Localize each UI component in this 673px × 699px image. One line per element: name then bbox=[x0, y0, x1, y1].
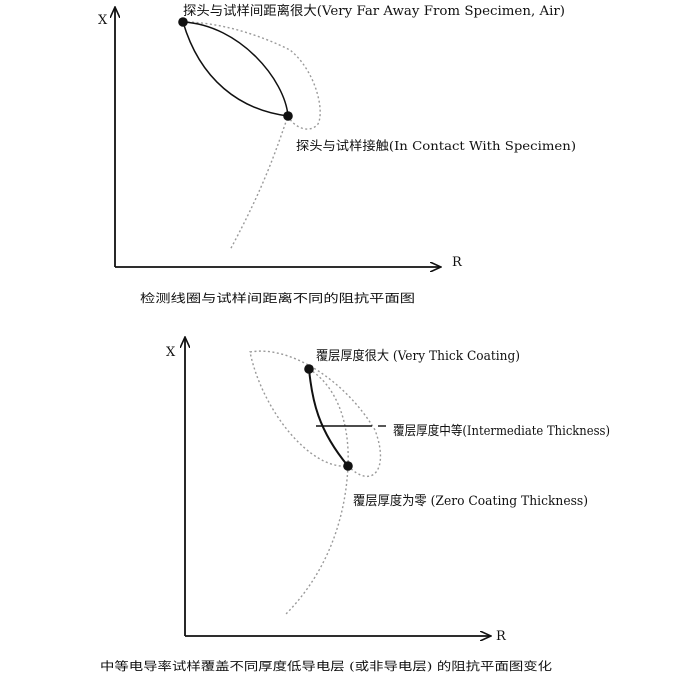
top-solid-loop bbox=[181, 21, 289, 117]
top-dotted-curve bbox=[182, 21, 321, 251]
bottom-dotted-inner-curve bbox=[308, 368, 349, 467]
top-diagram: X R 探头与试样间距离很大(Very Far Away From Specim… bbox=[98, 3, 576, 305]
top-x-axis-label: R bbox=[452, 255, 463, 270]
bottom-solid-locus bbox=[308, 368, 349, 467]
top-contact-point bbox=[283, 111, 293, 121]
bottom-dotted-loop bbox=[249, 350, 382, 478]
bottom-diagram: X R 覆层厚度很大 (Very Thick Coating) 覆层厚度中等(I… bbox=[100, 338, 610, 673]
bottom-x-axis-label: R bbox=[496, 629, 507, 644]
bottom-caption: 中等电导率试样覆盖不同厚度低导电层 (或非导电层) 的阻抗平面图变化 bbox=[100, 659, 553, 673]
top-far-point bbox=[178, 17, 188, 27]
bottom-thick-point bbox=[304, 364, 314, 374]
bottom-dotted-tail bbox=[284, 465, 349, 616]
bottom-label-thick: 覆层厚度很大 (Very Thick Coating) bbox=[316, 348, 520, 364]
top-caption: 检测线圈与试样间距离不同的阻抗平面图 bbox=[140, 291, 415, 305]
bottom-label-zero: 覆层厚度为零 (Zero Coating Thickness) bbox=[353, 493, 588, 509]
top-label-contact: 探头与试样接触(In Contact With Specimen) bbox=[296, 138, 576, 153]
bottom-zero-point bbox=[343, 461, 353, 471]
top-label-far: 探头与试样间距离很大(Very Far Away From Specimen, … bbox=[183, 3, 565, 19]
bottom-label-intermediate: 覆层厚度中等(Intermediate Thickness) bbox=[393, 423, 610, 439]
bottom-y-axis-label: X bbox=[166, 345, 176, 360]
top-y-axis-label: X bbox=[98, 13, 108, 28]
